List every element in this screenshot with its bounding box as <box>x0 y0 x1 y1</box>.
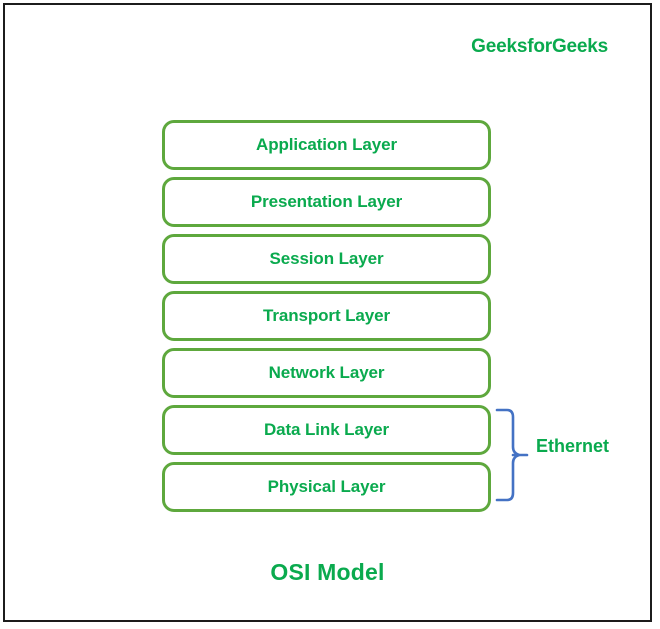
layer-box-transport: Transport Layer <box>162 291 491 341</box>
layer-box-network: Network Layer <box>162 348 491 398</box>
layer-label: Data Link Layer <box>263 420 390 439</box>
layer-box-presentation: Presentation Layer <box>162 177 491 227</box>
layer-box-physical: Physical Layer <box>162 462 491 512</box>
ethernet-annotation-label: Ethernet <box>536 436 610 456</box>
layer-box-application: Application Layer <box>162 120 491 170</box>
layer-label: Transport Layer <box>263 306 390 325</box>
layer-label: Session Layer <box>269 249 384 268</box>
figure-title: OSI Model <box>270 559 385 585</box>
curly-brace-icon <box>493 403 535 507</box>
layer-label: Presentation Layer <box>250 192 403 211</box>
layer-label: Application Layer <box>256 135 397 154</box>
layer-box-data-link: Data Link Layer <box>162 405 491 455</box>
layer-label: Network Layer <box>268 363 385 382</box>
layer-box-session: Session Layer <box>162 234 491 284</box>
brand-watermark: GeeksforGeeks <box>471 36 608 57</box>
osi-layer-stack: Application Layer Presentation Layer Ses… <box>162 120 491 512</box>
diagram-frame: GeeksforGeeks Application Layer Presenta… <box>3 3 652 622</box>
layer-label: Physical Layer <box>267 477 386 496</box>
